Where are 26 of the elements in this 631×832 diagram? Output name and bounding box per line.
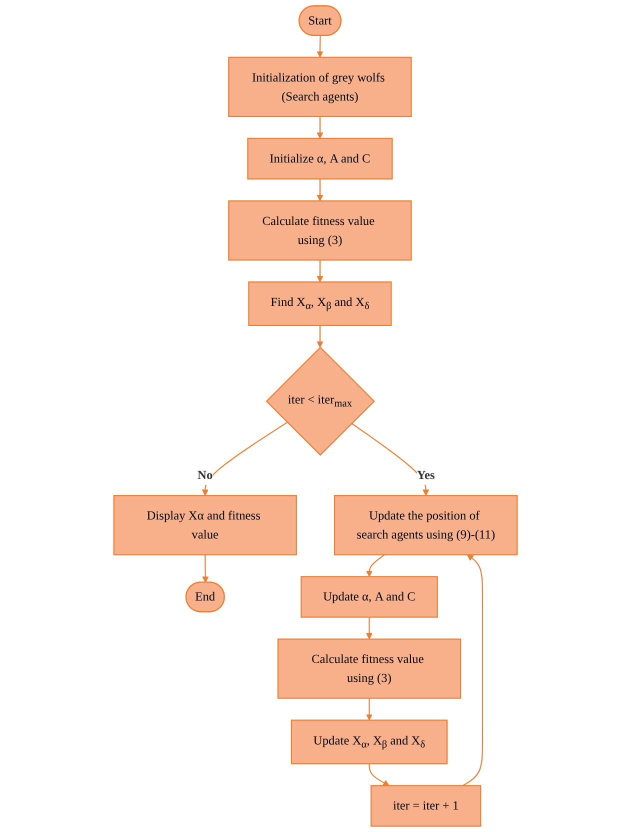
- node-box: Initialize α, A and C: [247, 138, 393, 180]
- node-box: Update α, A and C: [300, 576, 438, 618]
- arrow: [316, 178, 324, 202]
- node-box: Display Xα and fitness value: [113, 495, 297, 556]
- arrow: [202, 554, 209, 583]
- node-box: Update X$_{α}$, X$_{β}$ and X$_{δ}$: [290, 720, 448, 764]
- node-box: Initialization of grey wolfs (Search agents): [228, 56, 412, 118]
- arrow: [366, 554, 385, 577]
- arrow: [351, 422, 430, 496]
- arrow: [462, 554, 484, 786]
- arrow: [366, 617, 372, 640]
- node-diamond: iter < iter$_{max}$: [266, 346, 375, 456]
- node-box: Find X$_{α}$, X$_{β}$ and X$_{δ}$: [248, 281, 392, 326]
- arrow: [202, 422, 288, 496]
- node-box: Calculate fitness value using (3): [277, 638, 462, 699]
- arrow: [316, 325, 324, 348]
- arrow: [316, 36, 324, 58]
- arrow: [316, 260, 324, 282]
- arrow: [366, 698, 372, 720]
- node-box: iter = iter + 1: [370, 785, 482, 827]
- arrow: [316, 116, 324, 139]
- node-box: Update the position of search agents using (9)-(11): [334, 495, 518, 556]
- edge-label: Yes: [416, 468, 435, 482]
- node-box: Calculate fitness value using (3): [228, 200, 412, 261]
- arrow: [368, 764, 390, 786]
- edge-label: No: [198, 468, 213, 482]
